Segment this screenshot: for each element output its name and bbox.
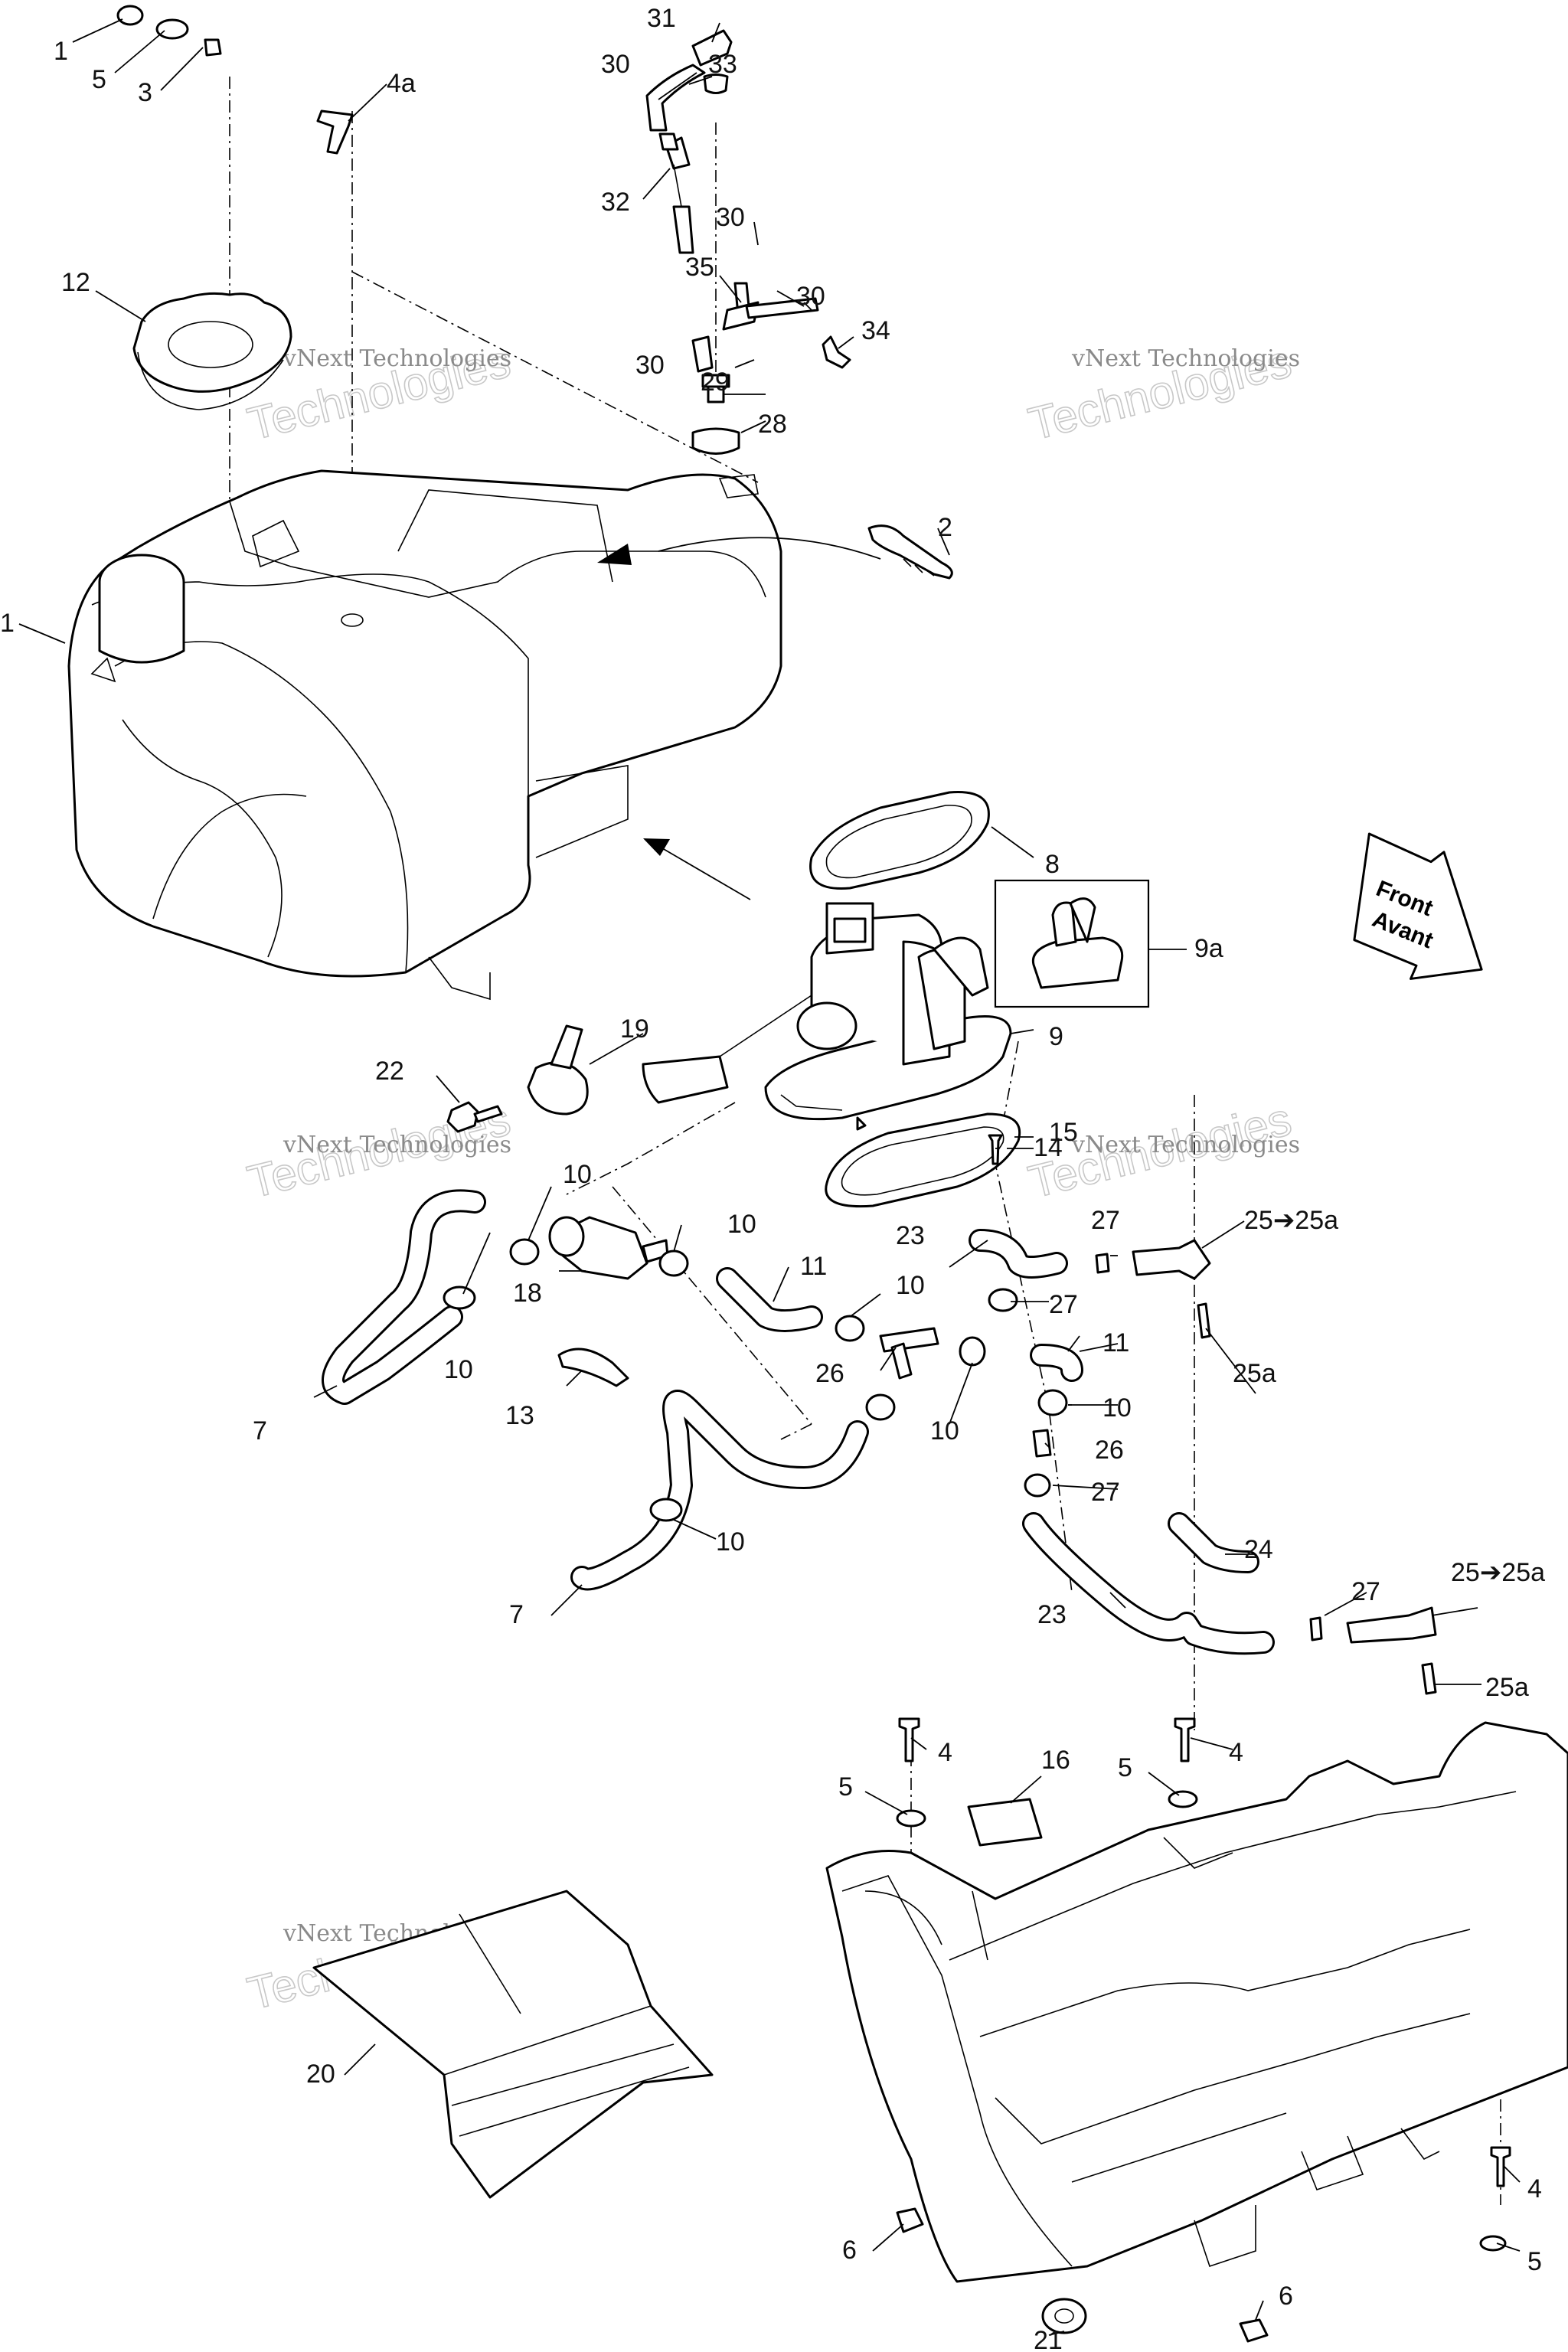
callout-5-c: 5 <box>1527 2247 1542 2276</box>
gasket <box>809 791 990 890</box>
callout-27-a: 27 <box>1091 1206 1120 1235</box>
watermark-text: vNext Technologies <box>283 1132 511 1158</box>
bottom-nuts <box>896 2207 1269 2343</box>
callout-2: 2 <box>938 513 952 542</box>
pad <box>967 1798 1043 1847</box>
callout-28: 28 <box>758 410 787 439</box>
lower-gasket <box>825 1112 1021 1208</box>
skid-plate <box>312 1890 714 2199</box>
callout-10-g: 10 <box>716 1527 745 1557</box>
callout-30c: 30 <box>796 282 825 311</box>
callout-9a: 9a <box>1194 934 1223 963</box>
small-hardware-top <box>116 5 222 57</box>
callout-34: 34 <box>861 316 890 345</box>
bolt-22 <box>446 1101 503 1133</box>
watermark-top-right: Technologies vNext Technologies <box>1023 335 1300 450</box>
watermark-text: vNext Technologies <box>283 345 511 372</box>
callout-23-a: 23 <box>896 1221 925 1250</box>
callout-9: 9 <box>1049 1022 1063 1051</box>
callout-12: 12 <box>61 268 90 297</box>
fuel-tank <box>67 469 782 1001</box>
bottom-bolts <box>896 1717 1511 2252</box>
front-direction-arrow: Front Avant <box>1353 832 1483 980</box>
callout-10-a: 10 <box>563 1160 592 1189</box>
fittings <box>879 1239 1437 1695</box>
callout-1: 1 <box>0 609 15 638</box>
callout-21: 21 <box>1034 2326 1063 2352</box>
callout-31: 31 <box>647 4 676 33</box>
callout-4a: 4a <box>387 69 416 98</box>
callout-33: 33 <box>708 50 737 79</box>
callout-5-b: 5 <box>1118 1753 1132 1782</box>
callout-4-a: 4 <box>938 1738 952 1767</box>
callout-5: 5 <box>92 65 106 94</box>
callout-27-b: 27 <box>1049 1290 1078 1319</box>
callout-13: 13 <box>505 1401 534 1430</box>
callout-25-a: 25➔25a <box>1244 1206 1338 1235</box>
clamp-13 <box>557 1348 629 1387</box>
callout-8: 8 <box>1045 850 1060 879</box>
callout-29: 29 <box>701 368 730 397</box>
callout-19: 19 <box>620 1014 649 1044</box>
callout-24: 24 <box>1244 1535 1273 1564</box>
hoses <box>322 1189 1275 1655</box>
callout-30d: 30 <box>635 351 665 380</box>
callout-4-b: 4 <box>1229 1738 1243 1767</box>
callout-22: 22 <box>375 1057 404 1086</box>
callout-6: 1 <box>54 37 68 66</box>
callout-35: 35 <box>685 253 714 282</box>
callout-10-b: 10 <box>727 1210 756 1239</box>
callout-26-b: 26 <box>1095 1436 1124 1465</box>
callout-10-c: 10 <box>896 1271 925 1300</box>
callout-labels: 1 5 3 4a 12 1 2 31 30 33 32 30 35 30 34 … <box>0 4 1545 2352</box>
callout-6-a: 6 <box>842 2236 857 2265</box>
callout-7-a: 7 <box>253 1416 267 1446</box>
screw <box>988 1134 1003 1165</box>
callout-15: 15 <box>1049 1118 1078 1147</box>
callout-6-b: 6 <box>1279 2282 1293 2311</box>
clip <box>867 524 953 580</box>
callout-4-c: 4 <box>1527 2174 1542 2203</box>
callout-10-e: 10 <box>1102 1393 1132 1423</box>
callout-11-b: 11 <box>1102 1328 1129 1357</box>
callout-18: 18 <box>513 1279 542 1308</box>
assembly-arrows <box>597 537 881 900</box>
callout-5-a: 5 <box>838 1772 853 1802</box>
callout-11-a: 11 <box>800 1252 827 1281</box>
callout-20: 20 <box>306 2060 335 2089</box>
hose-clamps <box>443 1238 1323 1642</box>
callout-3: 3 <box>138 78 152 107</box>
fuel-filter <box>548 1216 669 1280</box>
callout-23-b: 23 <box>1037 1600 1067 1629</box>
callout-27-c: 27 <box>1091 1478 1120 1507</box>
watermark-mid-right: Technologies vNext Technologies <box>1023 1093 1300 1208</box>
callout-10-f: 10 <box>930 1416 959 1446</box>
callout-25a-b: 25a <box>1485 1673 1529 1702</box>
callout-7-b: 7 <box>509 1600 524 1629</box>
watermark-text: vNext Technologies <box>1071 345 1300 372</box>
bolt-4a <box>316 109 354 155</box>
callout-14: 14 <box>1034 1133 1063 1162</box>
watermark-text: vNext Technologies <box>1071 1132 1300 1158</box>
tank-support <box>825 1721 1568 2283</box>
callout-27-d: 27 <box>1351 1577 1380 1606</box>
callout-25-b: 25➔25a <box>1451 1558 1545 1587</box>
callout-26-a: 26 <box>815 1359 844 1388</box>
vent-line-assembly <box>645 29 851 455</box>
callout-16: 16 <box>1041 1746 1070 1775</box>
callout-10-d: 10 <box>444 1355 473 1384</box>
callout-30a: 30 <box>601 50 630 79</box>
callout-32: 32 <box>601 188 630 217</box>
leader-lines <box>18 18 1521 2336</box>
filler-cap <box>132 292 292 410</box>
fuel-pump <box>642 902 1012 1131</box>
callout-25a-a: 25a <box>1233 1359 1276 1388</box>
pump-variant-box <box>994 879 1150 1008</box>
clamp-19 <box>527 1024 589 1116</box>
callout-30b: 30 <box>716 203 745 232</box>
